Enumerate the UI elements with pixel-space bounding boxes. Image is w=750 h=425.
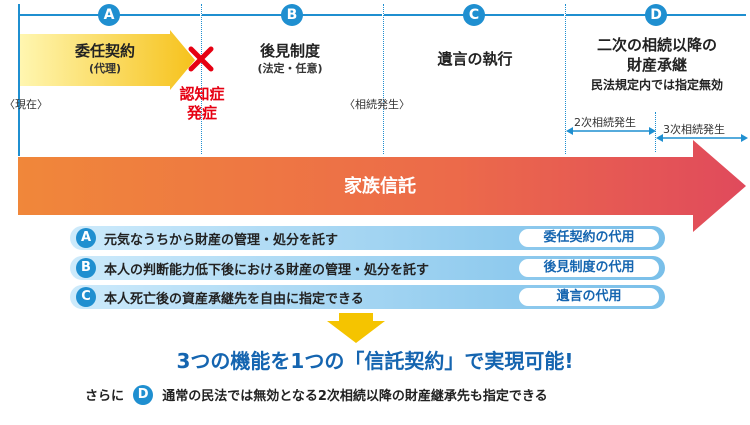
second-inheritance-label: 2次相続発生 [574, 116, 636, 129]
function-row-a-text: 元気なうちから財産の管理・処分を託す [104, 233, 339, 248]
third-inheritance-label: 3次相続発生 [663, 123, 725, 136]
function-row-c-circle: C [76, 287, 96, 307]
section-a-circle: A [98, 4, 120, 26]
separator-cd [565, 4, 566, 154]
section-d-circle: D [645, 4, 667, 26]
section-a-arrow [20, 30, 195, 90]
family-trust-arrow [18, 140, 746, 232]
function-row-b-text: 本人の判断能力低下後における財産の管理・処分を託す [104, 263, 430, 278]
function-row-b: B 本人の判断能力低下後における財産の管理・処分を託す 後見制度の代用 [70, 256, 665, 280]
second-inheritance-arrow [566, 127, 656, 135]
separator-ab [201, 4, 202, 154]
section-c-circle: C [463, 4, 485, 26]
dementia-label-1: 認知症 [179, 85, 225, 103]
inheritance-label: 〈相続発生〉 [344, 98, 410, 111]
function-row-c: C 本人死亡後の資産承継先を自由に指定できる 遺言の代用 [70, 285, 665, 309]
third-inheritance-arrow [656, 134, 748, 142]
section-d-sub: 民法規定内では指定無効 [590, 78, 723, 92]
function-row-a: A 元気なうちから財産の管理・処分を託す 委任契約の代用 [70, 226, 665, 250]
now-line [18, 4, 20, 156]
section-a-header: A [18, 4, 200, 26]
x-mark-icon [188, 46, 214, 72]
now-label: 〈現在〉 [4, 98, 48, 111]
section-a-sub: (代理) [88, 62, 122, 75]
section-d-title-1: 二次の相続以降の [596, 36, 717, 54]
extra-prefix: さらに [85, 389, 125, 404]
section-b-header: B [202, 4, 382, 26]
dementia-label-2: 発症 [186, 104, 217, 122]
conclusion-text: 3つの機能を1つの「信託契約」で実現可能! [176, 349, 574, 373]
section-d-title-2: 財産承継 [626, 56, 687, 74]
function-row-a-badge: 委任契約の代用 [519, 229, 659, 247]
section-b-circle: B [281, 4, 303, 26]
separator-d2d3 [655, 112, 656, 152]
section-b-title: 後見制度 [259, 42, 320, 60]
extra-text: 通常の民法では無効となる2次相続以降の財産継承先も指定できる [162, 389, 548, 404]
section-d-header: D [566, 4, 746, 26]
section-c-header: C [384, 4, 564, 26]
separator-bc [383, 4, 384, 154]
section-a-title: 委任契約 [74, 42, 135, 60]
function-row-b-badge: 後見制度の代用 [519, 259, 659, 277]
function-row-c-text: 本人死亡後の資産承継先を自由に指定できる [104, 292, 364, 307]
function-row-c-badge: 遺言の代用 [519, 288, 659, 306]
extra-circle: D [133, 384, 154, 405]
family-trust-label: 家族信託 [344, 176, 416, 197]
down-arrow [327, 313, 385, 343]
function-row-b-circle: B [76, 258, 96, 278]
section-c-title: 遺言の執行 [437, 50, 513, 68]
function-row-a-circle: A [76, 228, 96, 248]
section-b-sub: (法定・任意) [257, 62, 323, 75]
extra-line: さらに D 通常の民法では無効となる2次相続以降の財産継承先も指定できる [85, 384, 725, 406]
